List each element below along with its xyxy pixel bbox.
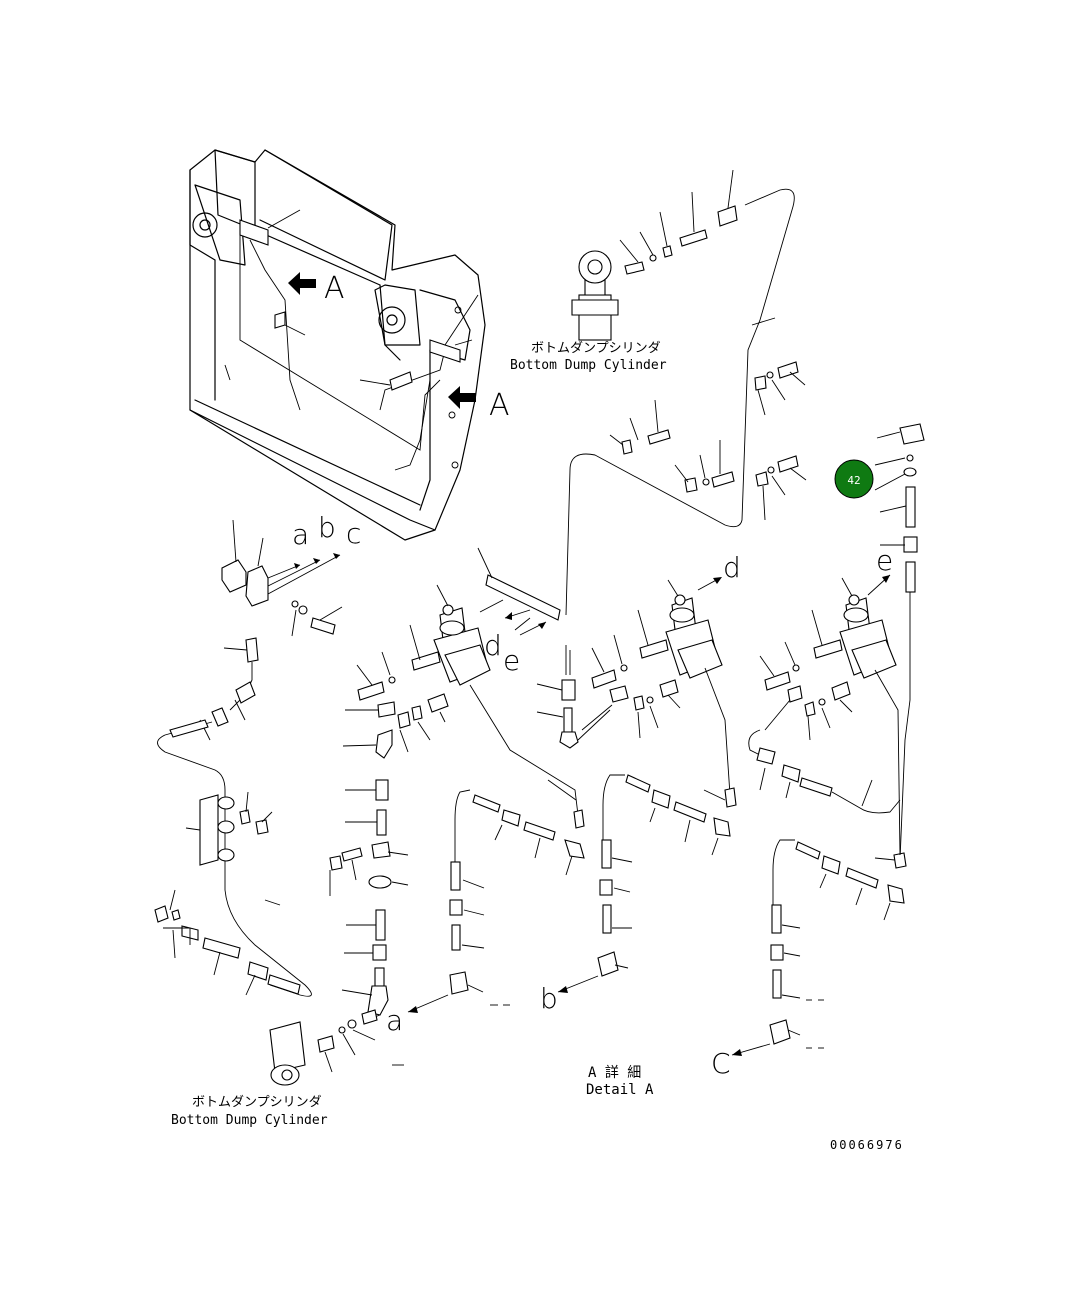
right-hose-c bbox=[731, 839, 905, 1056]
connection-b-top: b bbox=[318, 511, 336, 544]
bottom-dump-cylinder-bottom bbox=[269, 1009, 404, 1086]
drawing-number: 00066976 bbox=[830, 1138, 904, 1152]
connection-e-left: e bbox=[503, 644, 520, 677]
right-fitting-stack bbox=[874, 423, 925, 869]
cylinder-top-label-en: Bottom Dump Cylinder bbox=[510, 358, 667, 373]
connection-b-bottom: b bbox=[540, 982, 558, 1015]
connection-c-bottom: C bbox=[711, 1047, 731, 1080]
right-valve-unit bbox=[748, 574, 901, 856]
bucket-assembly bbox=[189, 149, 486, 541]
cylinder-bottom-label-en: Bottom Dump Cylinder bbox=[171, 1113, 328, 1128]
connection-d-left: d bbox=[484, 629, 502, 662]
middle-hose-a bbox=[407, 789, 585, 1013]
callout-42[interactable]: 42 bbox=[834, 459, 874, 499]
view-a-label-1: A bbox=[324, 271, 345, 306]
connection-e-right: e bbox=[876, 544, 893, 577]
cylinder-bottom-label-jp: ボトムダンプシリンダ bbox=[192, 1095, 322, 1110]
connection-c-top: c bbox=[346, 517, 361, 550]
detail-a-label-en: Detail A bbox=[586, 1082, 654, 1098]
clamp-hardware-middle bbox=[609, 361, 807, 521]
connection-a-bottom: a bbox=[386, 1004, 403, 1037]
left-bracket-assembly bbox=[154, 519, 343, 997]
middle-valve-unit bbox=[536, 577, 737, 808]
connection-d-right: d bbox=[723, 551, 741, 584]
detail-a-label-jp: A 詳 細 bbox=[588, 1065, 641, 1081]
cylinder-top-label-jp: ボトムダンプシリンダ bbox=[531, 341, 661, 356]
connection-a-top: a bbox=[292, 518, 309, 551]
view-a-label-2: A bbox=[489, 388, 510, 423]
callout-42-label: 42 bbox=[847, 474, 860, 487]
left-valve-unit bbox=[329, 547, 585, 1021]
bottom-dump-cylinder-top bbox=[565, 169, 795, 616]
middle-hose-b bbox=[557, 774, 731, 993]
